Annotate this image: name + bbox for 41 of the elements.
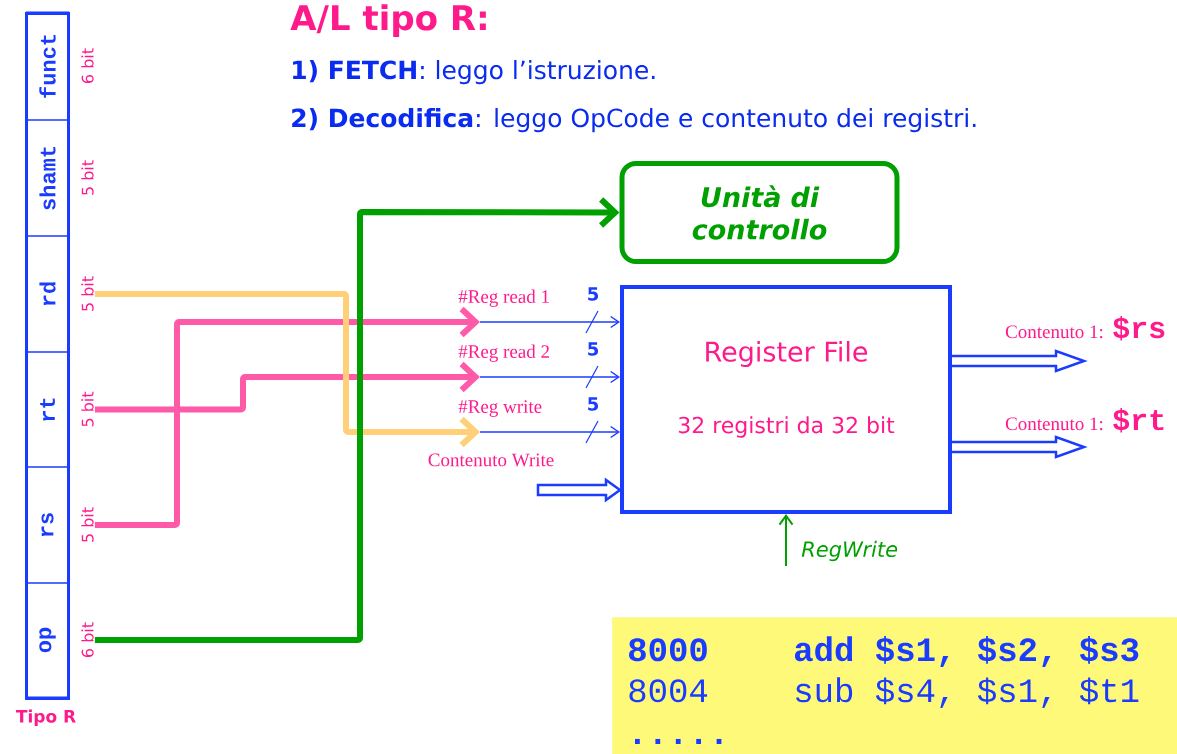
port-label: #Reg write (458, 400, 542, 417)
register-file-box: Register File 32 registri da 32 bit (620, 285, 952, 514)
bit-width-label: 6 bit (81, 622, 94, 657)
port-label: #Reg read 2 (458, 344, 549, 362)
field-cell: funct (25, 11, 70, 121)
output-label: Contenuto 1: (1005, 417, 1103, 431)
arrow (94, 197, 620, 643)
bus-width-label: 5 (588, 287, 598, 301)
register-name: $rs (1113, 316, 1165, 341)
bus-arrow (479, 420, 620, 444)
step-text: 1) FETCH: leggo l’istruzione. (293, 60, 655, 85)
bus-arrow (479, 365, 620, 389)
bit-width-label: 6 bit (81, 48, 94, 83)
output-label: Contenuto 1: (1005, 325, 1103, 339)
edge-label: Contenuto Write (428, 453, 554, 467)
bit-width-label: 5 bit (81, 160, 94, 195)
step-text: 2) Decodifica: leggo OpCode e contenuto dei registri. (292, 108, 976, 133)
arrow (778, 514, 794, 567)
arrow (94, 291, 480, 448)
port-label: #Reg read 1 (458, 289, 549, 307)
wide-arrow (950, 435, 1088, 459)
bus-width-label: 5 (588, 342, 598, 356)
register-name: $rt (1113, 408, 1164, 433)
bit-width-label: 5 bit (81, 391, 94, 427)
title: A/L tipo R: (290, 4, 486, 38)
code-box: 8000 add $s1, $s2, $s3 8004 sub $s4, $s1, $t1 ..... (612, 617, 1177, 754)
bus-arrow (479, 310, 620, 334)
field-cell: op (25, 582, 70, 698)
bit-width-label: 5 bit (81, 507, 94, 542)
bus-width-label: 5 (588, 397, 598, 411)
arrow (94, 306, 480, 528)
signal-label: RegWrite (801, 540, 898, 562)
field-cell: rs (25, 466, 70, 584)
field-cell: rd (25, 235, 70, 353)
bit-width-label: 5 bit (81, 276, 94, 311)
node-label: Tipo R (15, 709, 76, 726)
field-cell: shamt (25, 119, 70, 237)
wide-arrow (950, 349, 1088, 373)
field-cell: rt (25, 351, 70, 468)
control-unit-box: Unità di controllo (619, 161, 900, 264)
arrow (94, 361, 480, 413)
